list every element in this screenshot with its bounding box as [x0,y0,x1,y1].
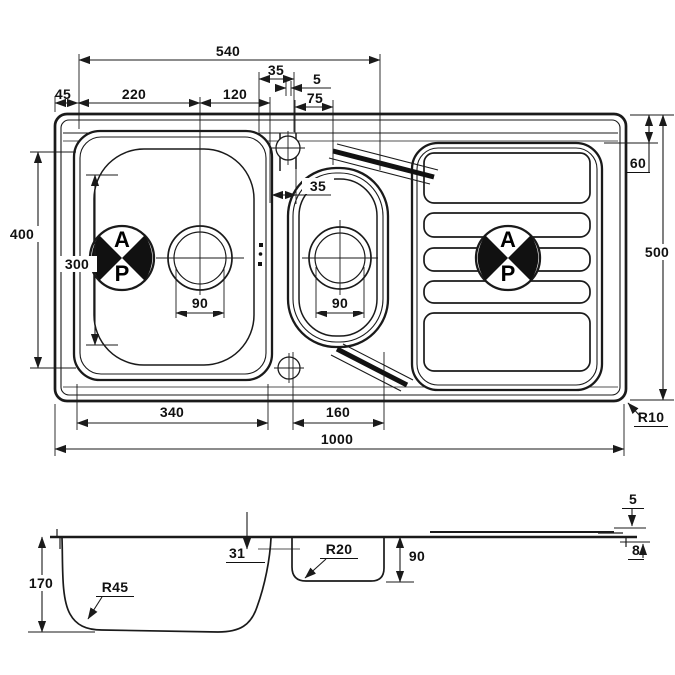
dim-label-500: 500 [638,244,675,261]
section-view [28,509,650,633]
tap-hole [271,131,305,165]
logo-letter-a-drainer: A [500,227,516,252]
dim-label-1000: 1000 [320,431,354,447]
dim-label-400: 400 [2,226,42,243]
dim-label-31: 31 [226,545,265,564]
dim-label-540: 540 [215,43,241,59]
logo-letter-p-drainer: P [500,261,516,286]
dim-label-170: 170 [21,575,61,592]
small-bowl-drain [302,220,378,296]
dim-label-r45: R45 [96,579,134,598]
main-bowl-profile [61,537,272,633]
embossed-stamp [258,243,263,266]
dim-label-340: 340 [159,404,185,420]
brand-logo-drainer [474,224,542,292]
plan-view [30,54,674,456]
dim-label-90-section: 90 [404,548,430,565]
dim-label-35-tap: 35 [267,62,285,78]
dim-label-35-gap: 35 [302,178,334,195]
dim-label-160: 160 [325,404,351,420]
main-bowl-drain [156,214,244,302]
logo-letter-p-main: P [114,261,130,286]
deck-channels [279,133,439,392]
dim-label-60: 60 [626,155,650,174]
dim-label-5-section: 5 [622,491,644,510]
dim-label-300: 300 [57,256,97,273]
dim-label-8-section: 8 [628,542,644,561]
small-bowl-profile [291,538,385,582]
lower-hole [274,353,304,383]
dim-label-220: 220 [121,86,147,102]
dim-label-5-tap: 5 [312,71,322,87]
dim-label-r10: R10 [634,409,668,428]
brand-logo-main-bowl [88,224,156,292]
dim-label-90-small-drain: 90 [318,295,362,312]
dim-label-45: 45 [54,86,72,102]
dim-label-r20: R20 [320,541,358,560]
section-profile [50,529,637,633]
dim-label-75: 75 [306,90,324,106]
dim-label-120: 120 [222,86,248,102]
dim-label-90-main-drain: 90 [178,295,222,312]
section-dimension-lines [37,509,648,633]
logo-letter-a-main: A [114,227,130,252]
